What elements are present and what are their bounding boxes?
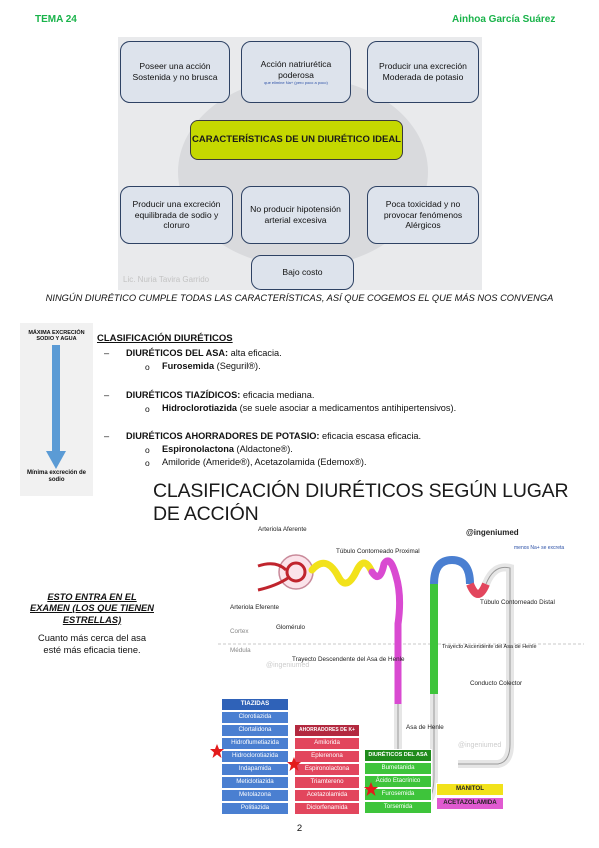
tiazida-row: Hidroclorotiazida <box>221 750 289 763</box>
header-author: Ainhoa García Suárez <box>452 14 556 25</box>
label-glomerulo: Glomérulo <box>276 624 306 631</box>
item-espironolactona: Espironolactona (Aldactone®). <box>162 444 293 454</box>
label-asa-henle: Asa de Henle <box>406 724 444 731</box>
lugar-accion-title: CLASIFICACIÓN DIURÉTICOS SEGÚN LUGAR DE … <box>153 480 569 526</box>
label-trayecto-descendente: Trayecto Descendente del Asa de Henle <box>292 656 405 663</box>
asa-row: Furosemida <box>364 788 432 801</box>
asa-row: Torsemida <box>364 801 432 814</box>
item-amiloride: Amiloride (Ameride®), Acetazolamida (Ede… <box>162 457 367 467</box>
ideal-box-1: Poseer una acción Sostenida y no brusca <box>120 41 230 103</box>
bullet-1: o <box>145 362 150 372</box>
excretion-arrow-panel: MÁXIMA EXCRECIÓN SODIO Y AGUA Mínima exc… <box>20 323 93 496</box>
dash-1: – <box>104 348 110 358</box>
ahorrador-row: Diclorfenamida <box>294 802 360 815</box>
ahorradores-header: AHORRADORES DE K+ <box>294 724 360 737</box>
ideal-small-note: que elimine Na+ (pero poco a poco) <box>264 80 328 86</box>
exam-note: ESTO ENTRA EN EL EXAMEN (LOS QUE TIENEN … <box>30 592 154 625</box>
label-trayecto-ascendente: Trayecto Ascendente del Asa de Henle <box>442 644 537 650</box>
tiazida-row: Metolazona <box>221 789 289 802</box>
asa-header: DIURÉTICOS DEL ASA <box>364 749 432 762</box>
ahorrador-row: Amilorida <box>294 737 360 750</box>
label-handle: @ingeniumed <box>466 528 519 537</box>
ideal-diuretic-figure: Poseer una acción Sostenida y no brusca … <box>118 37 482 290</box>
dash-2: – <box>104 390 110 400</box>
asa-row: Bumetanida <box>364 762 432 775</box>
tiazidas-header: TIAZIDAS <box>221 698 289 711</box>
ideal-box-6: Poca toxicidad y no provocar fenómenos A… <box>367 186 479 244</box>
tiazida-row: Clortalidona <box>221 724 289 737</box>
ahorrador-row: Triamtereno <box>294 776 360 789</box>
asa-row: Ácido Etacrínico <box>364 775 432 788</box>
item-hidroclorotiazida: Hidroclorotiazida (se suele asociar a me… <box>162 403 457 413</box>
bullet-4: o <box>145 458 150 468</box>
watermark-2: @ingeniumed <box>458 742 502 749</box>
label-tubulo-distal: Túbulo Contorneado Distal <box>480 599 555 606</box>
header-topic: TEMA 24 <box>35 14 77 25</box>
dash-3: – <box>104 431 110 441</box>
tiazida-row: Clorotiazida <box>221 711 289 724</box>
ahorrador-row: Eplerenona <box>294 750 360 763</box>
group-ahorradores: DIURÉTICOS AHORRADORES DE POTASIO: efica… <box>126 431 422 441</box>
ideal-watermark: Lic. Nuria Tavira Garrido <box>123 275 210 284</box>
ideal-box-7: Bajo costo <box>251 255 354 290</box>
bullet-2: o <box>145 404 150 414</box>
star-icon <box>210 744 224 758</box>
label-medula: Médula <box>230 647 251 654</box>
watermark-1: @ingeniumed <box>266 662 310 669</box>
ideal-box-3: Producir una excreción Moderada de potas… <box>367 41 479 103</box>
tiazida-row: Politiazida <box>221 802 289 815</box>
tiazida-row: Meticlotiazida <box>221 776 289 789</box>
label-menos-na: menos Na+ se excreta <box>514 545 565 551</box>
label-tubulo-proximal: Túbulo Contorneado Proximal <box>336 548 420 555</box>
arrow-top-label: MÁXIMA EXCRECIÓN SODIO Y AGUA <box>28 330 85 343</box>
group-asa: DIURÉTICOS DEL ASA: alta eficacia. <box>126 348 282 358</box>
group-tiazidicos: DIURÉTICOS TIAZÍDICOS: eficacia mediana. <box>126 390 315 400</box>
ideal-box-4: Producir una excreción equilibrada de so… <box>120 186 233 244</box>
ideal-box-2: Acción natriurética poderosa que elimine… <box>241 41 351 103</box>
star-icon <box>364 782 378 796</box>
arrow-bottom-label: Mínima excreción de sodio <box>26 470 87 483</box>
down-arrow-icon <box>46 345 66 469</box>
label-conducto-colector: Conducto Colector <box>470 680 523 687</box>
label-cortex: Cortex <box>230 628 249 635</box>
ideal-center-title: CARACTERÍSTICAS DE UN DIURÉTICO IDEAL <box>190 120 403 160</box>
ahorrador-row: Acetazolamida <box>294 789 360 802</box>
clasificacion-title: CLASIFICACIÓN DIURÉTICOS <box>97 333 233 344</box>
ahorrador-row: Espironolactona <box>294 763 360 776</box>
efficacy-note: Cuanto más cerca del asa esté más eficac… <box>37 633 146 656</box>
manitol-tag: MANITOL <box>436 783 504 796</box>
star-icon <box>287 757 301 771</box>
acetazolamida-tag: ACETAZOLAMIDA <box>436 797 504 810</box>
ideal-box-5: No producir hipotensión arterial excesiv… <box>241 186 350 244</box>
tiazida-row: Indapamida <box>221 763 289 776</box>
label-arteriola-aferente: Arteriola Aferente <box>258 526 307 533</box>
tiazida-row: Hidroflumetiazida <box>221 737 289 750</box>
bullet-3: o <box>145 445 150 455</box>
caption: NINGÚN DIURÉTICO CUMPLE TODAS LAS CARACT… <box>45 293 554 303</box>
label-arteriola-eferente: Arteriola Eferente <box>230 604 280 611</box>
item-furosemida: Furosemida (Seguril®). <box>162 361 261 371</box>
page-number: 2 <box>296 823 303 834</box>
